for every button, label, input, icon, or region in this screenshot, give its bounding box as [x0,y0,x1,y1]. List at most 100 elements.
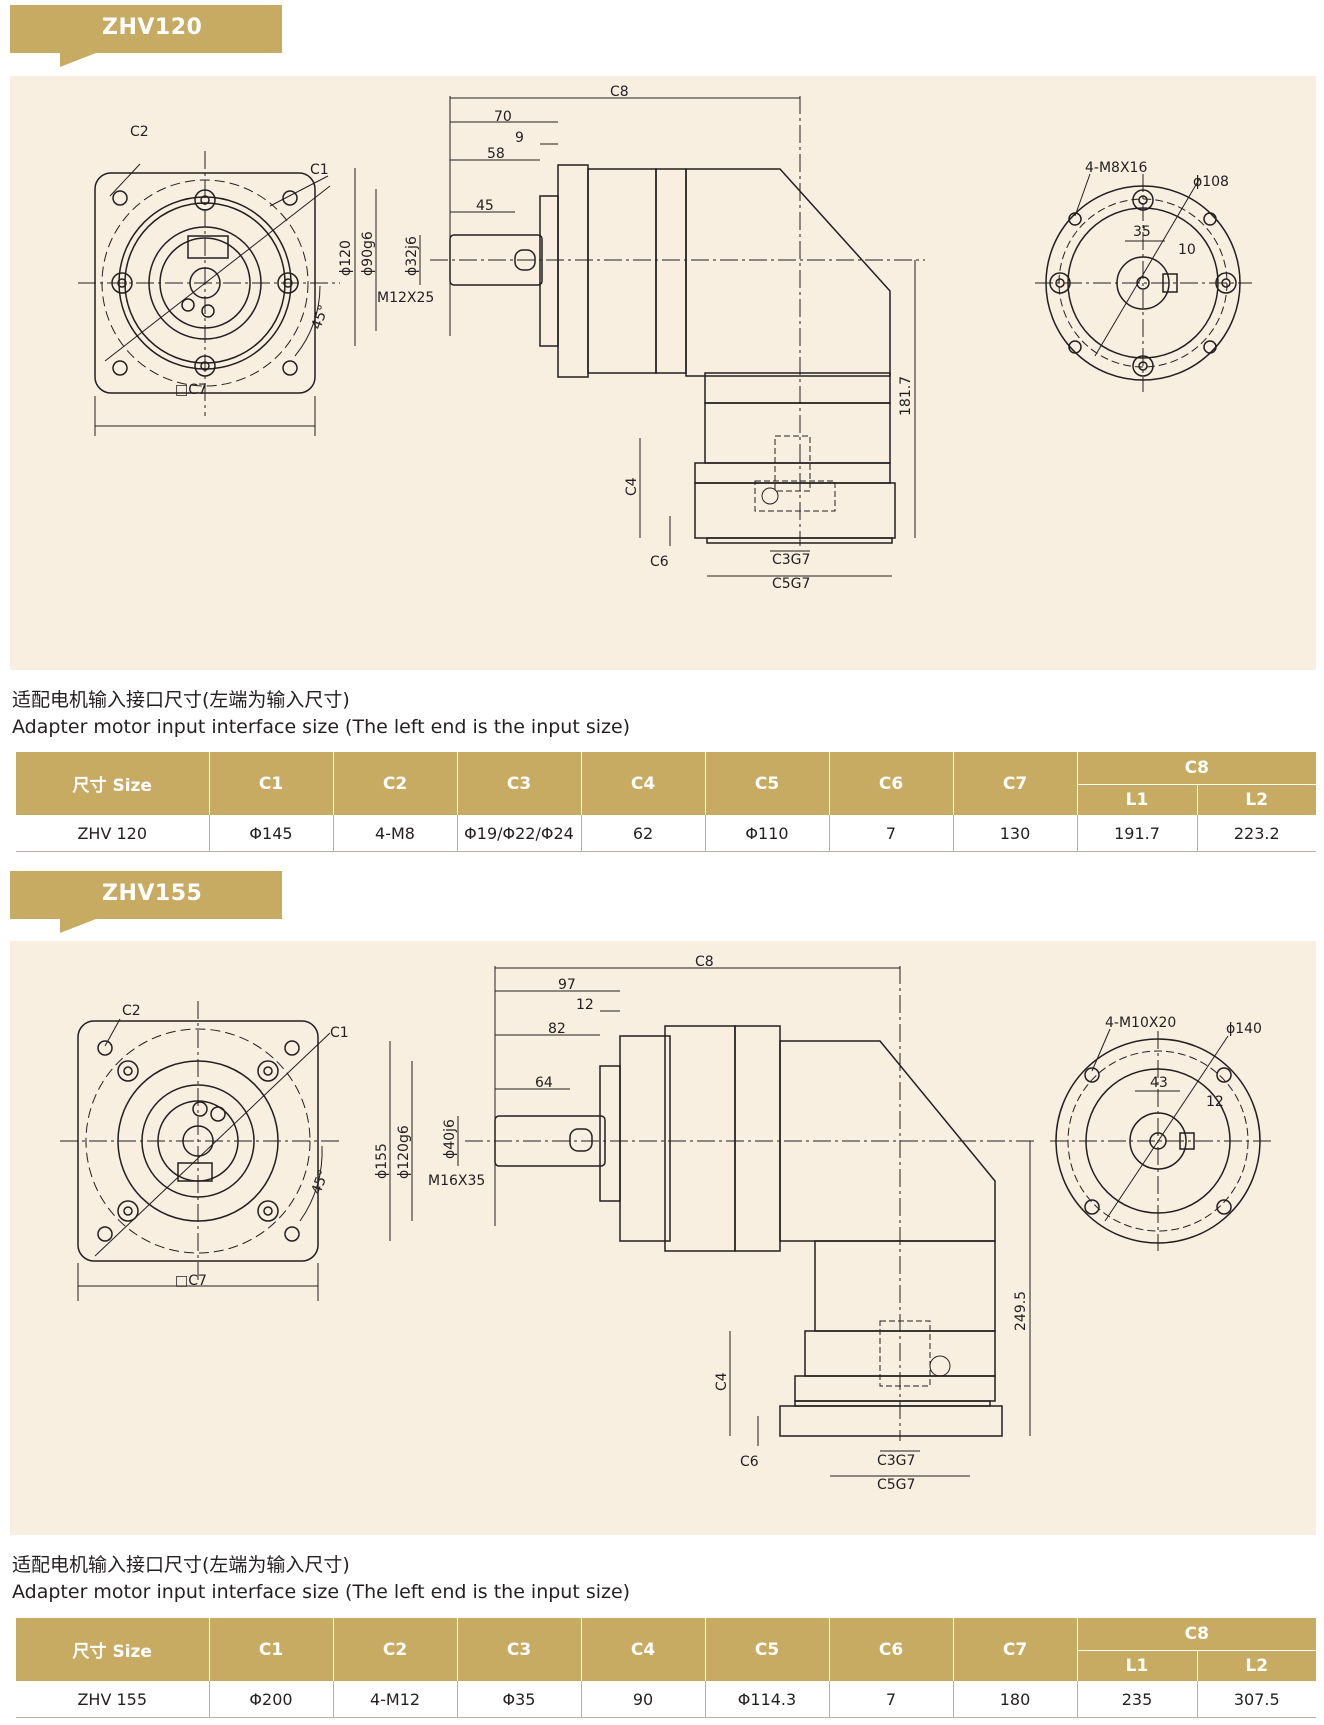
label-c6: C6 [650,554,669,570]
label-key-w: 10 [1178,242,1196,258]
spec-table-zhv120: 尺寸 Size C1 C2 C3 C4 C5 C6 C7 C8 L1 L2 ZH… [16,752,1316,852]
label-c1: C1 [330,1025,349,1041]
label-d45: 64 [535,1075,553,1091]
cell-l2: 223.2 [1197,815,1316,852]
label-d9: 12 [576,997,594,1013]
end-view [1050,1028,1272,1251]
side-view [389,966,1035,1477]
cell-c1: Φ200 [209,1681,334,1718]
label-thread: M16X35 [428,1173,485,1189]
label-c5: C5G7 [877,1477,915,1493]
cell-c2: 4-M8 [333,815,458,852]
header-c2: C2 [333,752,458,815]
cell-c6: 7 [829,1681,954,1718]
label-key-w: 12 [1206,1094,1224,1110]
side-view [354,96,925,577]
cell-c4: 62 [581,815,706,852]
cell-l1: 235 [1077,1681,1198,1718]
cell-l1: 191.7 [1077,815,1198,852]
header-c6: C6 [829,752,954,815]
header-size: 尺寸 Size [16,752,210,815]
model-title: ZHV155 [102,881,203,906]
label-d70: 97 [558,977,576,993]
cell-c2: 4-M12 [333,1681,458,1718]
label-height: 249.5 [1013,1291,1029,1331]
header-c8: C8 [1077,752,1316,785]
cell-l2: 307.5 [1197,1681,1316,1718]
label-c8: C8 [610,84,629,100]
label-c3: C3G7 [772,552,810,568]
header-c4: C4 [581,752,706,815]
header-c1: C1 [209,752,334,815]
label-c3: C3G7 [877,1453,915,1469]
front-view [60,1001,340,1301]
caption-en: Adapter motor input interface size (The … [12,1581,631,1603]
cell-c4: 90 [581,1681,706,1718]
label-pcd: ϕ108 [1193,174,1229,190]
label-holes: 4-M8X16 [1085,160,1147,176]
cell-c5: Φ114.3 [705,1681,830,1718]
header-l2: L2 [1197,784,1316,815]
header-c4: C4 [581,1618,706,1681]
label-c7: □C7 [175,1273,207,1289]
label-c4: C4 [714,1372,730,1391]
label-c8: C8 [695,954,714,970]
model-tab-zhv120: ZHV120 [10,5,282,67]
header-c8: C8 [1077,1618,1316,1651]
label-thread: M12X25 [377,290,434,306]
label-key-h: 35 [1133,224,1151,240]
front-view [78,151,340,436]
label-c7: □C7 [175,382,207,398]
cell-c6: 7 [829,815,954,852]
label-d32: ϕ40j6 [442,1119,458,1159]
label-d90: ϕ120g6 [396,1125,412,1179]
caption-cn: 适配电机输入接口尺寸(左端为输入尺寸) [12,689,350,711]
table-row: ZHV 155 Φ200 4-M12 Φ35 90 Φ114.3 7 180 2… [16,1681,1316,1718]
label-c5: C5G7 [772,576,810,592]
label-height: 181.7 [898,376,914,416]
technical-drawing: C2 C1 □C7 45° [60,954,1272,1493]
label-d120: ϕ155 [374,1143,390,1179]
header-c3: C3 [457,752,582,815]
end-view [1035,173,1252,392]
cell-c5: Φ110 [705,815,830,852]
header-c5: C5 [705,1618,830,1681]
technical-drawing: C2 C1 □C7 45° [78,84,1252,592]
label-pcd: ϕ140 [1226,1021,1262,1037]
table-row: ZHV 120 Φ145 4-M8 Φ19/Φ22/Φ24 62 Φ110 7 … [16,815,1316,852]
label-d9: 9 [515,130,524,146]
label-d90: ϕ90g6 [360,231,376,276]
cell-c7: 130 [953,815,1078,852]
drawing-panel-zhv120: C2 C1 □C7 45° [10,76,1316,670]
header-c1: C1 [209,1618,334,1681]
model-title: ZHV120 [102,15,203,40]
cell-c7: 180 [953,1681,1078,1718]
label-d70: 70 [494,109,512,125]
label-c1: C1 [310,162,329,178]
model-tab-zhv155: ZHV155 [10,871,282,933]
cell-size: ZHV 155 [16,1681,210,1718]
header-size: 尺寸 Size [16,1618,210,1681]
header-l1: L1 [1077,784,1198,815]
header-c6: C6 [829,1618,954,1681]
label-c2: C2 [122,1003,141,1019]
header-l2: L2 [1197,1650,1316,1681]
label-angle: 45° [309,1168,333,1197]
label-key-h: 43 [1150,1075,1168,1091]
label-c2: C2 [130,124,149,140]
label-d120: ϕ120 [338,240,354,276]
header-c5: C5 [705,752,830,815]
label-c4: C4 [624,477,640,496]
caption-en: Adapter motor input interface size (The … [12,716,631,738]
header-c3: C3 [457,1618,582,1681]
caption-cn: 适配电机输入接口尺寸(左端为输入尺寸) [12,1554,350,1576]
cell-size: ZHV 120 [16,815,210,852]
header-c7: C7 [953,752,1078,815]
label-d58: 58 [487,146,505,162]
spec-table-zhv155: 尺寸 Size C1 C2 C3 C4 C5 C6 C7 C8 L1 L2 ZH… [16,1618,1316,1718]
label-c6: C6 [740,1454,759,1470]
label-angle: 45° [309,303,333,332]
cell-c1: Φ145 [209,815,334,852]
header-l1: L1 [1077,1650,1198,1681]
cell-c3: Φ19/Φ22/Φ24 [457,815,582,852]
